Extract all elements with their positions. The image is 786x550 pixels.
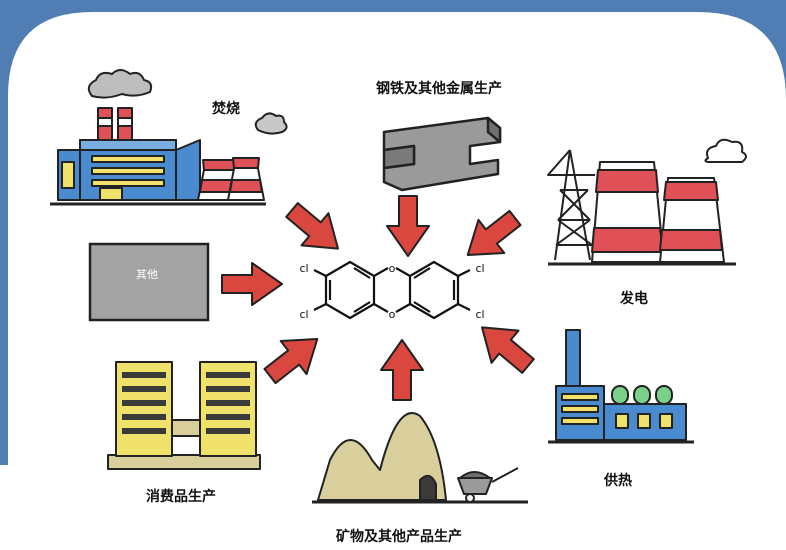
- steel-beam-icon: [382, 116, 502, 192]
- arrow-from-other: [221, 262, 283, 306]
- heating-plant-icon: [548, 329, 694, 444]
- label-other-box: 其他: [136, 268, 158, 281]
- dioxin-molecule: [313, 260, 471, 320]
- arrow-from-heating: [481, 326, 535, 374]
- arrows: [221, 195, 535, 401]
- arrow-from-consumer: [263, 338, 319, 385]
- label-mineral: 矿物及其他产品生产: [336, 529, 462, 545]
- chlorine-bottom-right-label: cl: [475, 308, 484, 321]
- label-consumer: 消费品生产: [146, 489, 216, 505]
- molecule-labels: o o cl cl cl cl: [299, 262, 484, 321]
- power-plant-icon: [547, 138, 747, 266]
- label-incineration: 焚烧: [212, 101, 240, 117]
- arrow-from-mineral: [380, 339, 424, 401]
- consumer-goods-buildings-icon: [107, 361, 261, 470]
- label-power: 发电: [620, 291, 648, 307]
- chlorine-top-right-label: cl: [475, 262, 484, 275]
- label-heating: 供热: [604, 473, 632, 489]
- chlorine-bottom-left-label: cl: [299, 308, 308, 321]
- arrow-from-power: [466, 209, 522, 256]
- chlorine-top-left-label: cl: [299, 262, 308, 275]
- arrow-from-steel: [386, 195, 430, 257]
- oxygen-top-label: o: [389, 262, 396, 275]
- arrow-from-incineration: [285, 202, 339, 250]
- other-source-box: [88, 242, 210, 322]
- mineral-mountains-icon: [312, 412, 528, 504]
- label-steel: 钢铁及其他金属生产: [376, 81, 502, 97]
- oxygen-bottom-label: o: [389, 308, 396, 321]
- incineration-plant-icon: [50, 69, 288, 206]
